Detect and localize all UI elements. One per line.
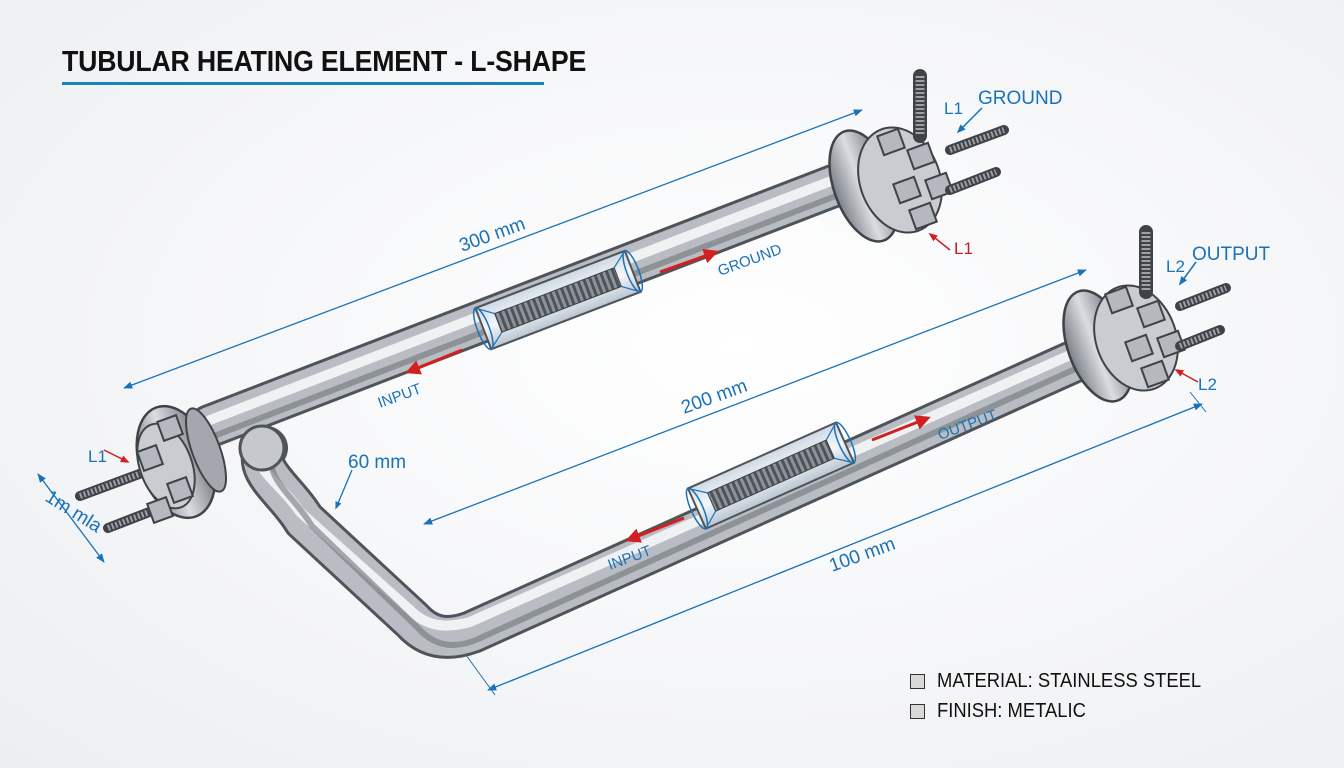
dim-line-top	[123, 109, 863, 389]
lower-right-terminal	[1062, 225, 1231, 403]
label-top-ground: GROUND	[978, 88, 1062, 109]
label-left-l1: L1	[88, 447, 107, 466]
flow-arrows	[405, 248, 931, 543]
label-top-l1-red: L1	[954, 239, 973, 258]
arrow-upper-ground	[659, 248, 719, 274]
dim-line-end	[37, 473, 105, 563]
cutaway-window-lower	[685, 421, 857, 530]
label-right-l2: L2	[1166, 257, 1185, 276]
arrow-lower-input	[625, 516, 685, 543]
flow-label-upper-input: INPUT	[376, 380, 424, 411]
title-underline	[62, 82, 544, 85]
dim-extension-1	[465, 654, 496, 696]
label-right-output: OUTPUT	[1192, 244, 1271, 265]
arrow-lower-output	[871, 415, 931, 442]
legend-label: FINISH: METALIC	[937, 699, 1086, 722]
dim-label-bend: 60 mm	[348, 452, 406, 473]
legend-item-material: MATERIAL: STAINLESS STEEL	[910, 666, 1224, 696]
legend: MATERIAL: STAINLESS STEEL FINISH: METALI…	[910, 666, 1224, 726]
dimension-lines	[37, 109, 1207, 696]
top-right-terminal	[828, 69, 1009, 243]
dim-line-bottom	[487, 403, 1203, 691]
left-terminal	[75, 404, 227, 533]
dim-label-top: 300 mm	[457, 213, 529, 256]
dim-leader-bend	[335, 469, 353, 510]
label-right-l2-red: L2	[1198, 375, 1217, 394]
heating-tube	[188, 150, 1126, 659]
legend-item-finish: FINISH: METALIC	[910, 696, 1224, 726]
terminal-leaders	[103, 107, 1199, 463]
legend-swatch	[910, 673, 925, 689]
legend-label: MATERIAL: STAINLESS STEEL	[937, 669, 1202, 692]
dim-extension-2	[1189, 391, 1207, 413]
label-top-l1: L1	[944, 99, 963, 118]
legend-swatch	[910, 703, 925, 719]
page-title: TUBULAR HEATING ELEMENT - L-SHAPE	[62, 46, 587, 78]
arrow-upper-input	[405, 348, 463, 375]
cutaway-window-upper	[472, 249, 644, 351]
tube-elbow	[238, 424, 286, 472]
